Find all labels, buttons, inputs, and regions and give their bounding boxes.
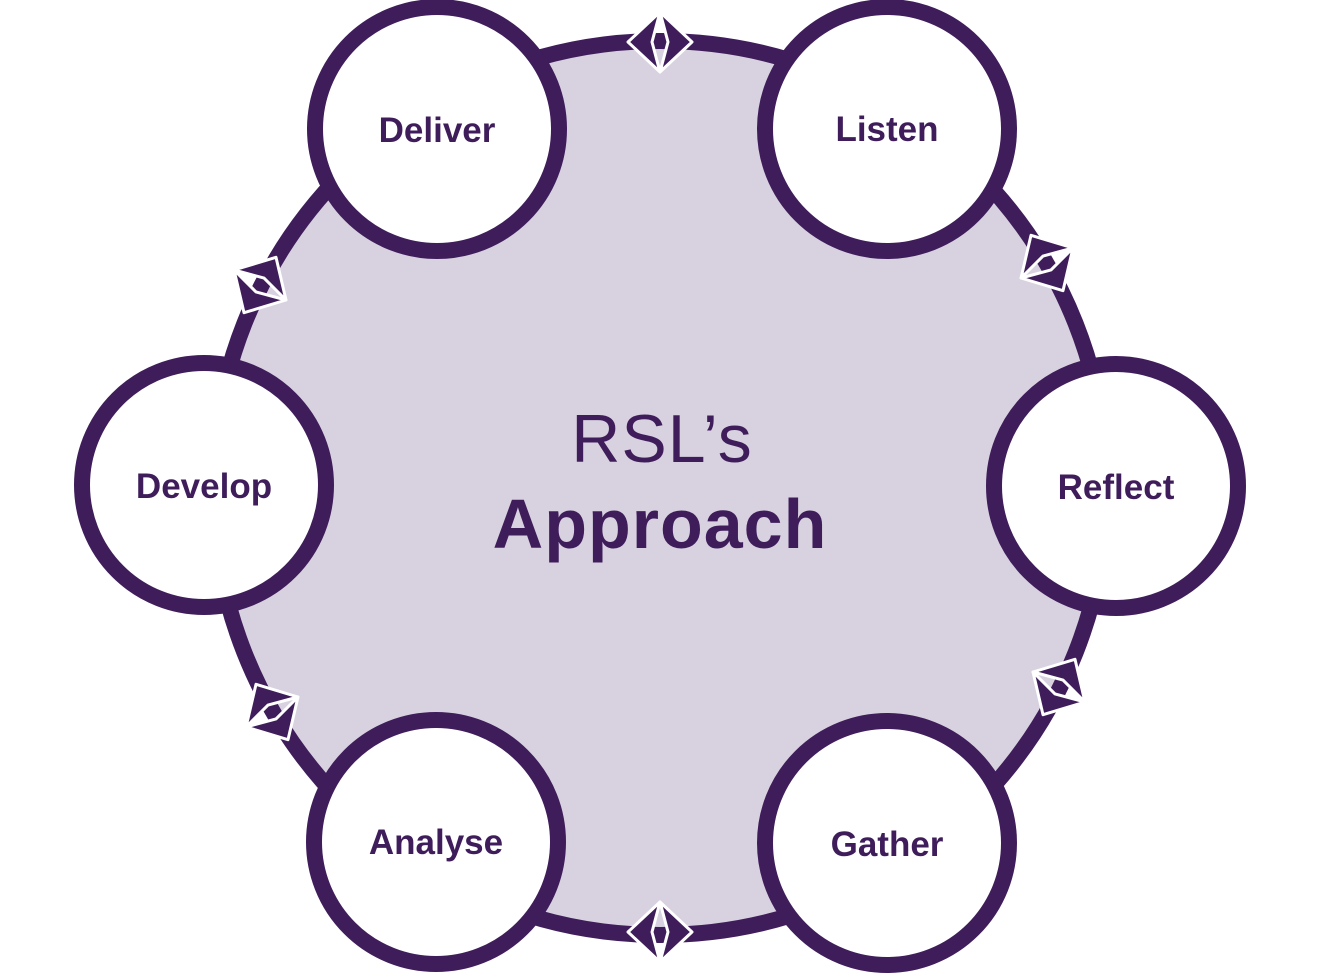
arrow-icon <box>244 682 300 742</box>
stage-label-analyse: Analyse <box>369 823 503 862</box>
stage-node-reflect: Reflect <box>986 356 1246 616</box>
arrow-icon <box>626 10 694 74</box>
stage-node-listen: Listen <box>757 0 1017 259</box>
stage-label-gather: Gather <box>831 825 944 864</box>
center-title-line1: RSL’s <box>571 401 752 477</box>
stage-label-deliver: Deliver <box>379 111 496 150</box>
arrow-icon <box>1019 233 1075 293</box>
stage-node-gather: Gather <box>757 713 1017 973</box>
arrow-icon <box>232 255 288 315</box>
arrow-icon <box>626 900 694 964</box>
stage-label-reflect: Reflect <box>1058 468 1175 507</box>
arrow-icon <box>1031 657 1087 717</box>
stage-label-develop: Develop <box>136 467 272 506</box>
cycle-arrows <box>232 10 1087 964</box>
stage-label-listen: Listen <box>835 110 938 149</box>
stage-node-develop: Develop <box>74 355 334 615</box>
stage-node-analyse: Analyse <box>306 712 566 972</box>
stage-node-deliver: Deliver <box>307 0 567 259</box>
center-title-line2: Approach <box>493 485 828 563</box>
